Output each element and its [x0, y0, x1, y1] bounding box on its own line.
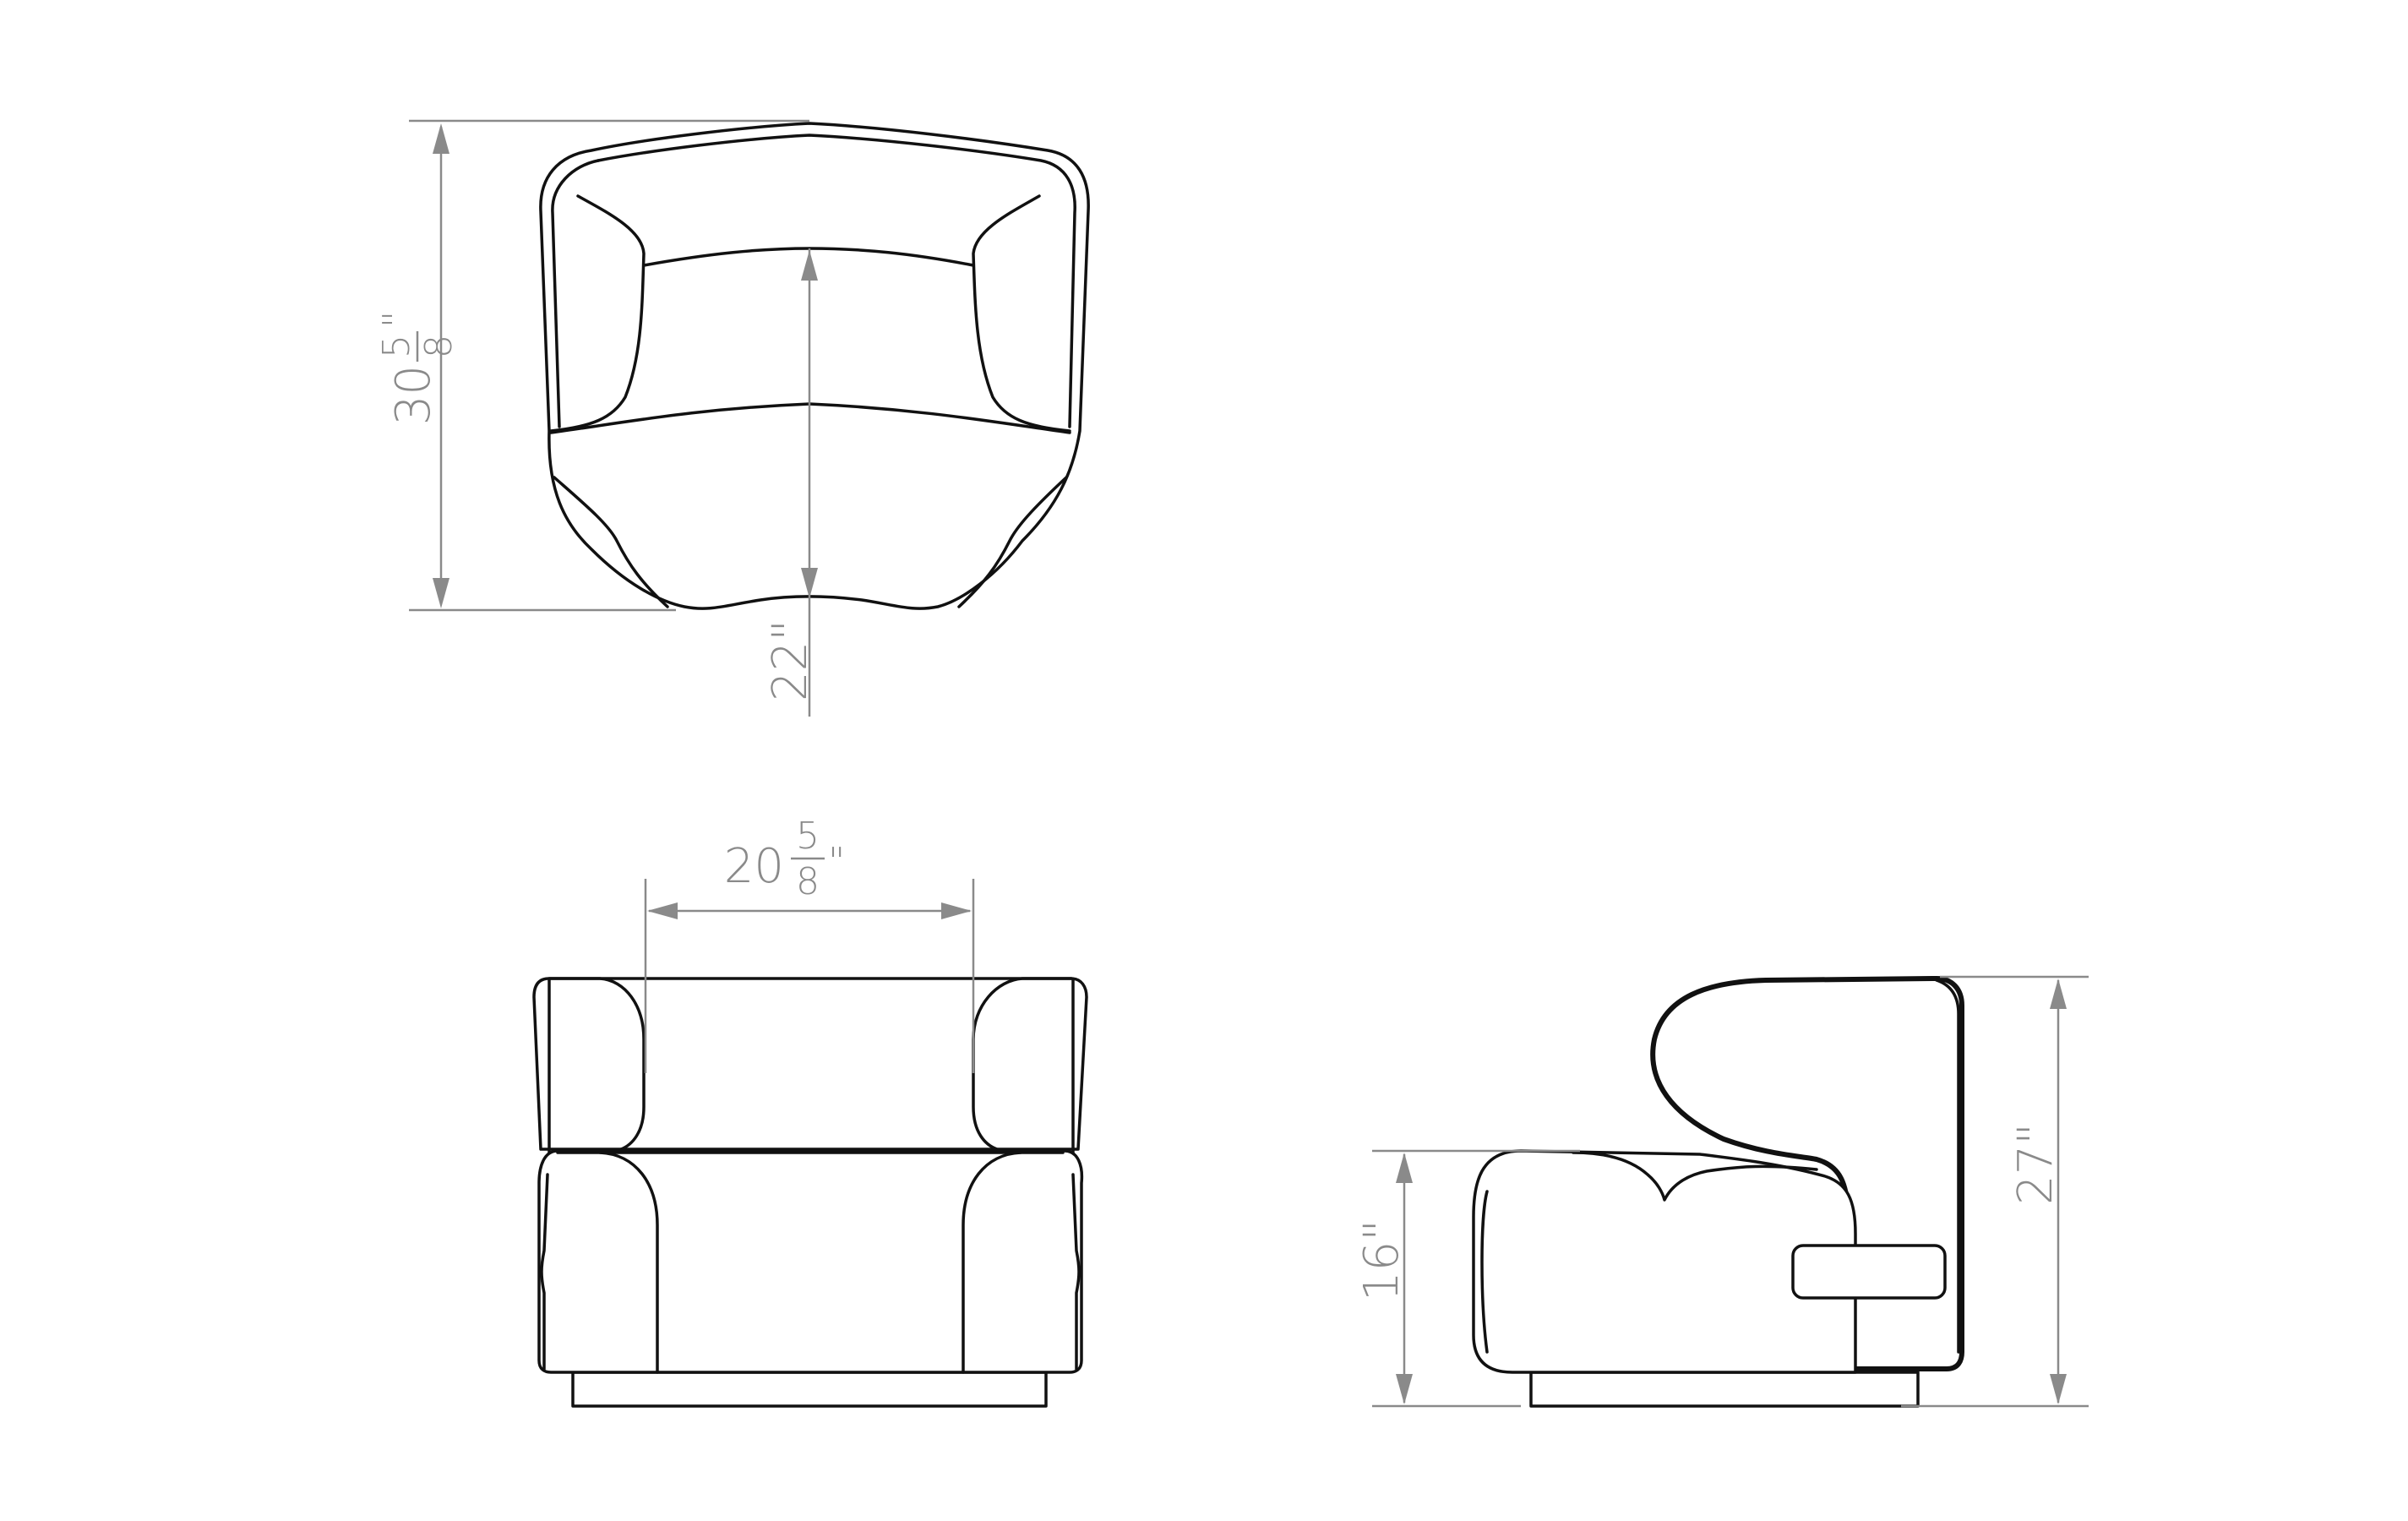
top-depth-denominator: 8 [417, 335, 460, 358]
side-view-seat [1472, 1149, 1857, 1374]
front-width-dimension: 20 5 8 " [644, 815, 975, 1073]
front-width-denominator: 8 [796, 860, 820, 903]
front-view-side-detail-left [540, 1173, 549, 1371]
top-depth-numerator: 5 [375, 335, 418, 358]
side-view-seat-dip [1572, 1151, 1818, 1202]
top-view-inner-edge-left [551, 159, 600, 428]
side-view-armrest [1791, 1244, 1947, 1300]
front-view-seat-body [537, 1149, 1084, 1374]
side-view-seat-front-edge [1480, 1190, 1489, 1354]
side-seat-height-label: 16" [1354, 1219, 1409, 1301]
front-width-unit: " [828, 840, 845, 883]
top-view-arm-curve-left [553, 476, 669, 608]
front-width-numerator: 5 [796, 815, 820, 858]
top-inner-depth-label: 22" [763, 619, 818, 701]
front-view [532, 977, 1088, 1408]
side-view [1472, 976, 1964, 1408]
top-inner-depth-dimension: 22" [763, 248, 818, 717]
side-total-height-label: 27" [2008, 1123, 2063, 1205]
top-view-outer-shell [539, 122, 1090, 610]
top-depth-whole: 30 [386, 365, 441, 425]
side-seat-height-dimension: 16" [1354, 1149, 1580, 1408]
front-view-back-arm-left [548, 977, 646, 1151]
top-view-back-right [972, 194, 1071, 433]
front-view-back-panel [532, 977, 1088, 1151]
top-view-arm-curve-right [957, 476, 1068, 608]
top-view [539, 122, 1090, 610]
front-view-side-detail-right [1071, 1173, 1081, 1371]
front-view-plinth [571, 1371, 1048, 1408]
top-depth-unit: " [375, 311, 418, 328]
top-view-inner-edge [597, 134, 1076, 428]
front-width-whole: 20 [724, 839, 784, 894]
side-view-plinth [1529, 1371, 1920, 1408]
top-view-back-left [549, 194, 646, 433]
side-total-height-dimension: 27" [1901, 975, 2089, 1408]
side-view-back-inner [1935, 979, 1960, 1354]
top-depth-dimension: 30 5 8 " [375, 119, 809, 612]
